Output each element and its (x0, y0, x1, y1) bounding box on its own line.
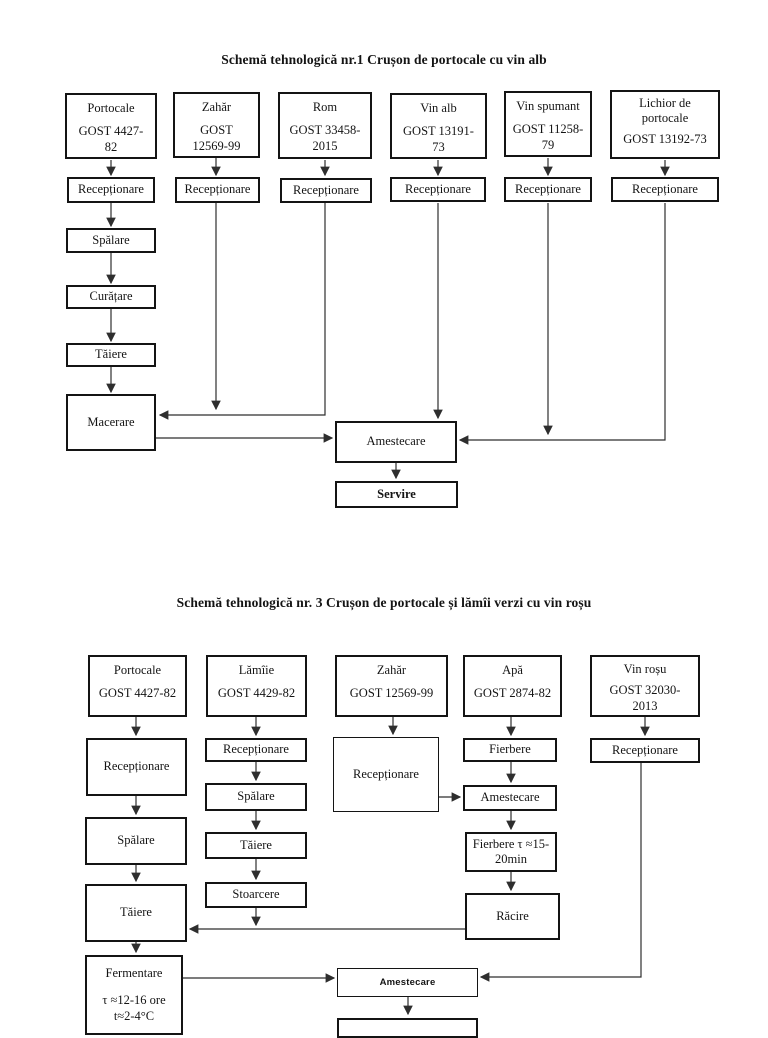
box-racire: Răcire (465, 893, 560, 940)
box-vin-rosu: Vin roșu GOST 32030- 2013 (590, 655, 700, 717)
box-fierbere: Fierbere (463, 738, 557, 762)
box-fierbere-2: Fierbere τ ≈15- 20min (465, 832, 557, 872)
source-gost-label: GOST 4427- 82 (78, 124, 144, 154)
step-label: Servire (377, 486, 416, 501)
chart1-title: Schemă tehnologică nr.1 Crușon de portoc… (221, 52, 547, 67)
source-name-label: Vin roșu (623, 662, 667, 676)
box-rom: Rom GOST 33458- 2015 (278, 92, 372, 159)
step-label: Tăiere (95, 347, 127, 362)
box-receptionare-1-6: Recepționare (611, 177, 719, 202)
source-gost-label: GOST 13192-73 (623, 131, 707, 146)
box-fermentare: Fermentare τ ≈12-16 ore t≈2-4°C (85, 955, 183, 1035)
source-name-label: Portocale (87, 101, 135, 115)
source-gost-label: GOST 32030- 2013 (609, 683, 681, 713)
step-label: Macerare (87, 414, 135, 429)
step-label: Recepționare (515, 181, 581, 196)
source-gost-label: GOST 11258- 79 (512, 122, 584, 152)
step-label: Stoarcere (232, 887, 280, 902)
box-zahar-1: Zahăr GOST 12569-99 (173, 92, 260, 158)
step-label: Spălare (237, 789, 275, 804)
step-label: Recepționare (353, 766, 419, 781)
step-label: Spălare (117, 833, 155, 848)
step-label: Recepționare (184, 182, 251, 197)
box-receptionare-2-1: Recepționare (86, 738, 187, 796)
box-zahar-2: Zahăr GOST 12569-99 (335, 655, 448, 717)
source-name-label: Rom (312, 100, 338, 114)
box-receptionare-2-2: Recepționare (205, 738, 307, 762)
box-amestecare-2a: Amestecare (463, 785, 557, 811)
box-bottom-cutoff (337, 1018, 478, 1038)
box-receptionare-2-5: Recepționare (590, 738, 700, 763)
box-lichior: Lichior de portocale GOST 13192-73 (610, 90, 720, 159)
source-gost-label: GOST 12569-99 (349, 686, 434, 701)
source-name-label: Portocale (113, 663, 162, 677)
box-taiere-1: Tăiere (66, 343, 156, 367)
step-label: Curățare (89, 289, 133, 304)
source-gost-label: GOST 12569-99 (192, 123, 241, 153)
source-gost-label: GOST 2874-82 (473, 686, 552, 701)
box-taiere-2b: Tăiere (205, 832, 307, 859)
step-label: Amestecare (379, 976, 436, 988)
box-taiere-2a: Tăiere (85, 884, 187, 942)
step-label: Tăiere (240, 837, 272, 852)
box-vin-spumant: Vin spumant GOST 11258- 79 (504, 91, 592, 157)
step-label: Recepționare (223, 742, 289, 757)
step-label: Răcire (496, 908, 529, 923)
source-gost-label: GOST 4429-82 (217, 686, 296, 701)
step-label: Amestecare (480, 790, 540, 805)
step-label: Fierbere (489, 742, 531, 757)
source-name-label: Vin alb (420, 101, 457, 115)
step-label: Spălare (92, 232, 130, 247)
box-receptionare-1-4: Recepționare (390, 177, 486, 202)
source-gost-label: GOST 13191- 73 (403, 124, 474, 154)
step-label: Recepționare (103, 759, 170, 774)
step-label: Amestecare (366, 434, 426, 449)
box-receptionare-2-3: Recepționare (333, 737, 439, 812)
box-servire: Servire (335, 481, 458, 508)
box-receptionare-1-5: Recepționare (504, 177, 592, 202)
chart2-title: Schemă tehnologică nr. 3 Crușon de porto… (176, 595, 592, 610)
step-label: Tăiere (120, 905, 152, 920)
box-portocale-1: Portocale GOST 4427- 82 (65, 93, 157, 159)
box-macerare: Macerare (66, 394, 156, 451)
box-receptionare-1-1: Recepționare (67, 177, 155, 203)
box-receptionare-1-2: Recepționare (175, 177, 260, 203)
step-label: Fierbere τ ≈15- 20min (472, 836, 550, 866)
box-amestecare-2b: Amestecare (337, 968, 478, 997)
box-vin-alb: Vin alb GOST 13191- 73 (390, 93, 487, 159)
source-gost-label: GOST 33458- 2015 (289, 123, 361, 153)
box-lamiie: Lămîie GOST 4429-82 (206, 655, 307, 717)
box-curatare: Curățare (66, 285, 156, 309)
source-name-label: Vin spumant (516, 99, 580, 113)
box-apa: Apă GOST 2874-82 (463, 655, 562, 717)
step-label: Recepționare (632, 181, 698, 196)
step-label: Recepționare (293, 182, 359, 197)
source-gost-label: GOST 4427-82 (98, 686, 177, 701)
box-spalare-2a: Spălare (85, 817, 187, 865)
box-portocale-2: Portocale GOST 4427-82 (88, 655, 187, 717)
source-name-label: Lichior de portocale (639, 96, 691, 126)
source-name-label: Apă (502, 663, 523, 677)
source-name-label: Lămîie (238, 663, 275, 677)
step-detail-label: τ ≈12-16 ore t≈2-4°C (102, 993, 166, 1023)
box-spalare-1: Spălare (66, 228, 156, 253)
source-name-label: Zahăr (376, 663, 407, 677)
step-label: Recepționare (612, 742, 678, 757)
box-receptionare-1-3: Recepționare (280, 178, 372, 203)
step-label: Recepționare (78, 182, 144, 197)
box-amestecare-1: Amestecare (335, 421, 457, 463)
box-stoarcere: Stoarcere (205, 882, 307, 908)
source-name-label: Zahăr (201, 100, 232, 114)
step-label: Fermentare (105, 966, 163, 980)
step-label: Recepționare (405, 181, 471, 196)
box-spalare-2b: Spălare (205, 783, 307, 811)
